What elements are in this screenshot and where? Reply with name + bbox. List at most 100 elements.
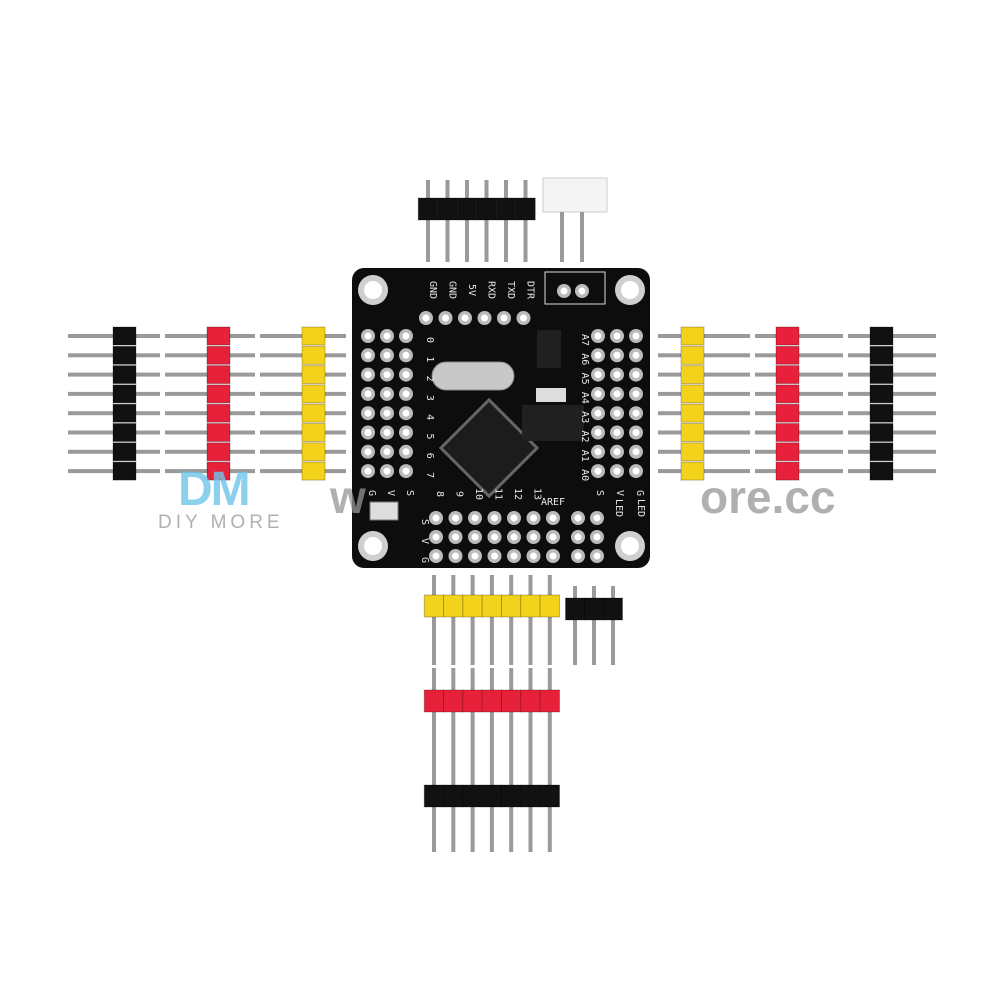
pad-hole: [632, 371, 640, 379]
header-block: [775, 442, 800, 462]
pin: [451, 575, 456, 665]
pad-hole: [594, 448, 602, 456]
pin: [580, 212, 584, 262]
header-block: [481, 784, 503, 808]
pad-hole: [452, 514, 459, 522]
left-yellow-header: [260, 326, 346, 481]
pad-hole: [594, 332, 602, 340]
pin: [573, 586, 577, 665]
pad-hole: [632, 429, 640, 436]
header-block: [584, 597, 604, 621]
pin: [445, 180, 450, 262]
pad-hole: [594, 409, 602, 417]
rail-label: S: [419, 519, 430, 525]
header-block: [565, 597, 585, 621]
pad-hole: [530, 552, 537, 560]
pad-hole: [364, 409, 372, 417]
pad-hole: [510, 514, 518, 522]
pad-hole: [402, 429, 410, 436]
pin: [547, 668, 552, 760]
pad-hole: [364, 390, 372, 398]
header-block: [206, 403, 231, 423]
reset-button: [369, 501, 399, 521]
pin: [560, 212, 564, 262]
header-block: [495, 197, 517, 221]
left-black-header: [68, 326, 160, 481]
aref-label: AREF: [541, 497, 565, 508]
pad-hole: [402, 351, 410, 359]
pad-hole: [594, 390, 602, 398]
digital-pin-label: 12: [512, 488, 523, 500]
pin: [509, 575, 514, 665]
header-block: [112, 423, 137, 442]
header-block: [539, 594, 561, 618]
pad-hole: [471, 533, 479, 541]
header-pin-label: GND: [427, 281, 438, 299]
pad-hole: [593, 533, 601, 541]
pad-hole: [632, 467, 640, 475]
pad-hole: [632, 332, 640, 340]
bottom-yellow-header: [423, 575, 561, 665]
mounting-hole-center: [621, 537, 639, 555]
header-block: [301, 461, 326, 481]
pad-hole: [471, 514, 479, 522]
pad-hole: [402, 332, 410, 340]
pad-hole: [632, 409, 640, 417]
pad-hole: [364, 332, 372, 340]
jst-connector: [542, 177, 608, 213]
pad-hole: [613, 448, 621, 456]
voltage-regulator: [522, 405, 584, 441]
led-label: LED: [613, 499, 624, 517]
header-block: [775, 365, 800, 385]
pad-hole: [613, 429, 621, 436]
analog-pin-label: A3: [579, 411, 590, 423]
pin: [432, 575, 436, 665]
pad-hole: [364, 351, 372, 359]
pad-hole: [383, 429, 391, 436]
rail-label: S: [594, 490, 605, 496]
header-block: [417, 197, 439, 221]
pad-hole: [574, 552, 582, 560]
header-block: [603, 597, 623, 621]
watermark-brand: DIY MORE: [158, 512, 284, 533]
header-block: [206, 442, 231, 462]
pad-hole: [549, 533, 557, 541]
header-block: [206, 326, 231, 346]
header-block: [520, 784, 541, 808]
header-block: [443, 689, 464, 713]
header-block: [423, 689, 445, 713]
header-block: [515, 197, 536, 221]
pad-hole: [613, 409, 621, 417]
watermark-url-left: w: [330, 471, 366, 523]
analog-pin-label: A4: [579, 392, 590, 404]
pin: [432, 668, 436, 760]
header-block: [500, 594, 522, 618]
header-block: [520, 689, 541, 713]
crystal: [431, 361, 515, 391]
analog-pin-label: A1: [579, 450, 590, 462]
header-block: [112, 442, 137, 462]
header-block: [869, 326, 894, 346]
analog-pin-label: A5: [579, 373, 590, 385]
header-block: [112, 365, 137, 385]
pad-hole: [491, 514, 498, 522]
rail-label: G: [634, 490, 645, 496]
header-block: [206, 461, 231, 481]
pad-hole: [402, 371, 410, 379]
analog-pin-label: A0: [579, 469, 590, 481]
pad-hole: [594, 429, 602, 436]
header-block: [462, 689, 483, 713]
pin: [509, 668, 514, 760]
pad-hole: [383, 332, 391, 340]
header-block: [112, 403, 137, 423]
regulator-tab: [536, 388, 566, 402]
pad-hole: [364, 371, 372, 379]
header-block: [301, 423, 326, 442]
header-block: [500, 689, 522, 713]
pad-hole: [510, 552, 518, 560]
pin: [484, 180, 489, 262]
header-block: [680, 365, 705, 385]
header-block: [869, 384, 894, 404]
digital-pin-label: 4: [424, 414, 435, 420]
header-block: [680, 461, 705, 481]
